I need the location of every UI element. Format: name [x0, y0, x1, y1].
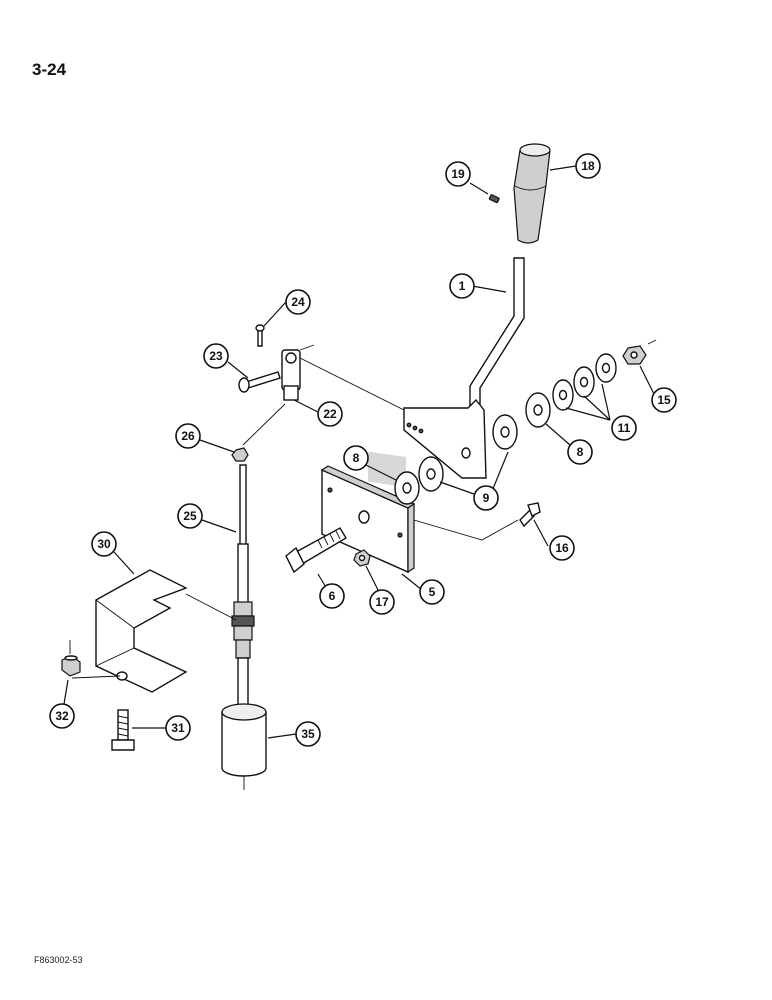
svg-text:5: 5 — [429, 585, 436, 599]
svg-text:23: 23 — [209, 349, 223, 363]
lock-nut-15 — [622, 345, 647, 365]
lever-hole — [412, 425, 418, 431]
figure-code: F863002-53 — [34, 955, 83, 965]
bolt-31 — [111, 709, 135, 751]
callout-15: 15 — [651, 387, 677, 413]
svg-text:9: 9 — [483, 491, 490, 505]
svg-text:11: 11 — [618, 421, 631, 435]
svg-text:32: 32 — [55, 709, 69, 723]
shift-knob — [513, 143, 551, 244]
set-screw — [488, 194, 500, 204]
svg-text:15: 15 — [657, 393, 671, 407]
callout-24: 24 — [285, 289, 311, 315]
callout-5: 5 — [419, 579, 445, 605]
lever-pivot-hole — [461, 447, 471, 459]
svg-text:18: 18 — [581, 159, 595, 173]
callout-32: 32 — [49, 703, 75, 729]
callout-23: 23 — [203, 343, 229, 369]
svg-text:6: 6 — [329, 589, 336, 603]
washers-right — [492, 353, 617, 450]
svg-text:8: 8 — [353, 451, 360, 465]
callout-18: 18 — [575, 153, 601, 179]
callout-16: 16 — [549, 535, 575, 561]
svg-text:26: 26 — [181, 429, 195, 443]
svg-text:31: 31 — [171, 721, 185, 735]
shift-cable — [231, 464, 255, 709]
washers-left — [394, 456, 444, 505]
lever-hole — [406, 422, 412, 428]
callout-31: 31 — [165, 715, 191, 741]
clevis — [281, 349, 301, 401]
svg-text:24: 24 — [291, 295, 305, 309]
svg-text:25: 25 — [183, 509, 197, 523]
shift-lever — [368, 257, 525, 488]
nut-26 — [231, 447, 249, 462]
clevis-pin — [238, 371, 281, 393]
lever-hole — [418, 428, 424, 434]
svg-text:1: 1 — [459, 279, 466, 293]
nut-17 — [353, 549, 371, 567]
lever-pad — [368, 451, 406, 488]
svg-text:17: 17 — [375, 595, 389, 609]
svg-text:30: 30 — [97, 537, 111, 551]
mounting-plate — [320, 465, 416, 574]
callout-35: 35 — [295, 721, 321, 747]
callout-9: 9 — [473, 485, 499, 511]
svg-text:35: 35 — [301, 727, 315, 741]
nut-32 — [61, 655, 81, 677]
callout-30: 30 — [91, 531, 117, 557]
leader-lines — [63, 165, 657, 739]
callout-17: 17 — [369, 589, 395, 615]
svg-text:16: 16 — [555, 541, 569, 555]
svg-text:8: 8 — [577, 445, 584, 459]
callout-8-right: 8 — [567, 439, 593, 465]
callout-8-left: 8 — [343, 445, 369, 471]
callout-26: 26 — [175, 423, 201, 449]
callout-11: 11 — [611, 415, 637, 441]
svg-text:19: 19 — [451, 167, 465, 181]
callout-22: 22 — [317, 401, 343, 427]
svg-text:22: 22 — [323, 407, 337, 421]
callout-19: 19 — [445, 161, 471, 187]
bolt-16 — [519, 502, 541, 528]
bolt-6 — [285, 527, 347, 574]
page-number: 3-24 — [32, 60, 67, 79]
callout-6: 6 — [319, 583, 345, 609]
cable-boot — [221, 703, 267, 790]
callout-1: 1 — [449, 273, 475, 299]
callout-25: 25 — [177, 503, 203, 529]
cable-bracket — [95, 569, 188, 693]
cotter-pin — [255, 324, 265, 347]
